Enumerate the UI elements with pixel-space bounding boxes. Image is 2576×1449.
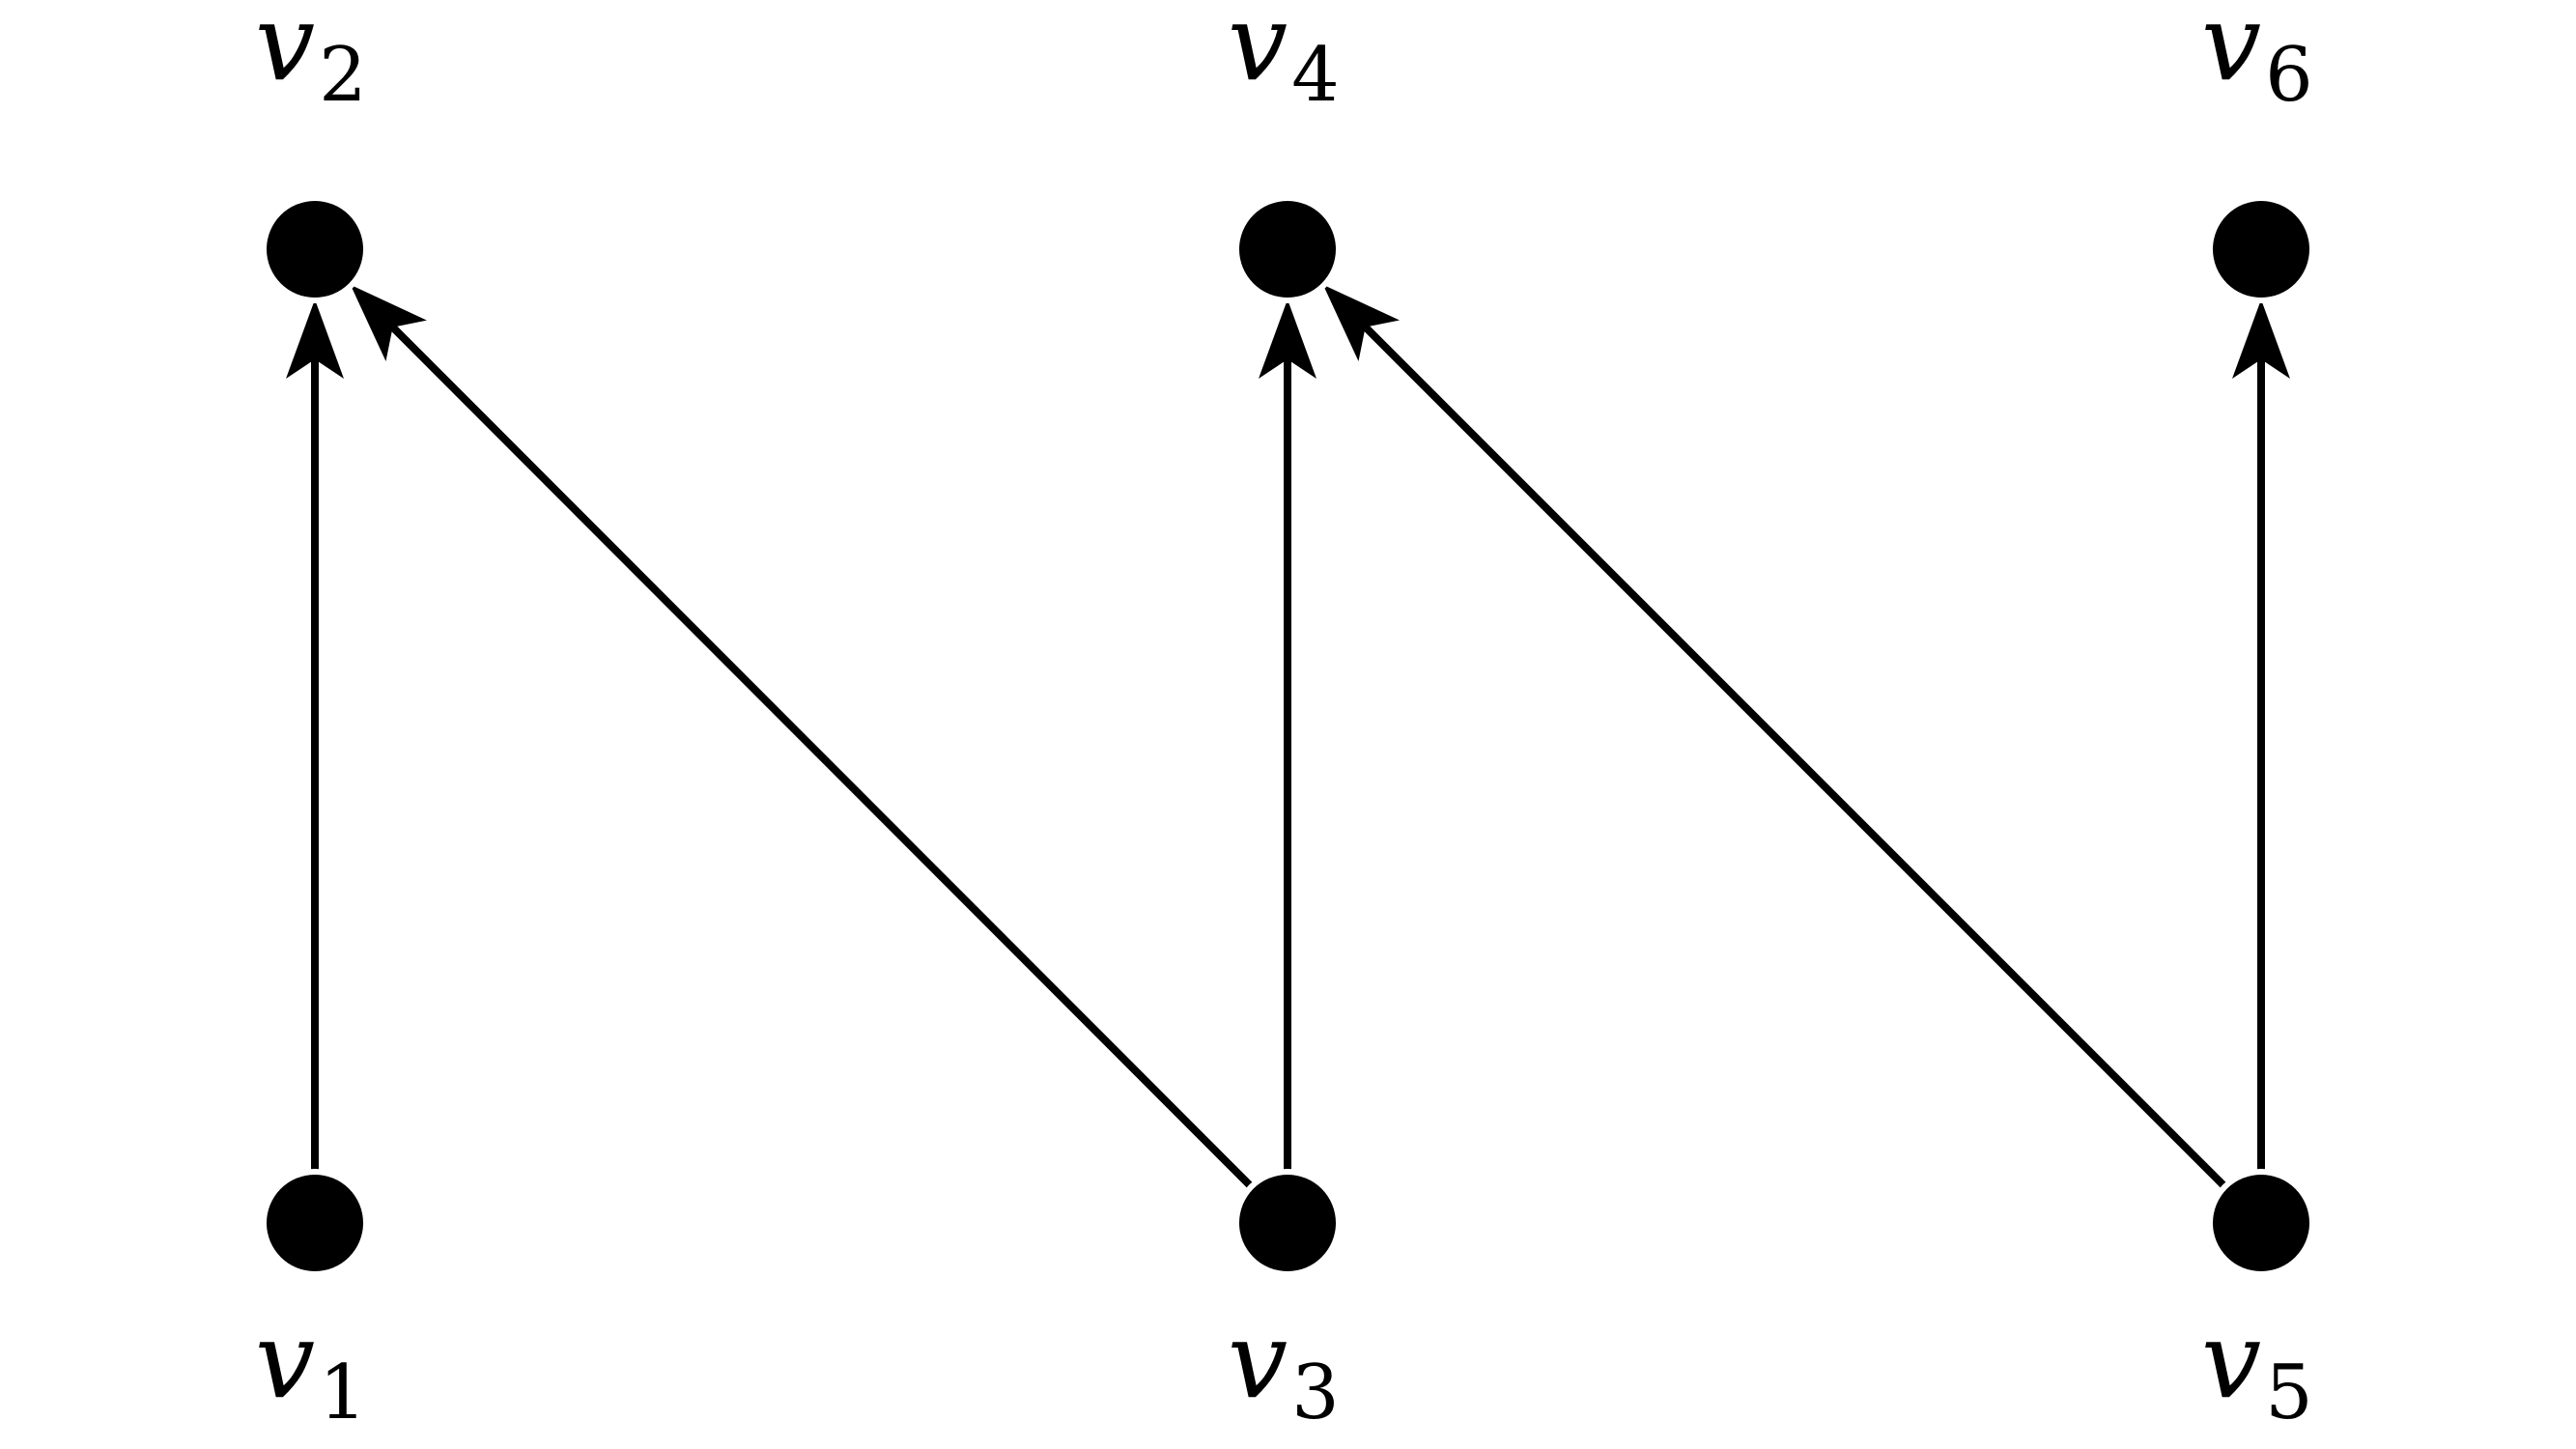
node-label-v6: v6 — [2201, 0, 2313, 119]
node-label-var: v — [1228, 1298, 1288, 1422]
node-label-var: v — [255, 0, 315, 104]
node-v6 — [2213, 201, 2309, 298]
node-label-sub: 1 — [319, 1350, 367, 1436]
node-v5 — [2213, 1175, 2309, 1271]
arrowhead — [1259, 299, 1316, 379]
edges-group — [286, 284, 2290, 1189]
edge-line — [1362, 324, 2227, 1189]
arrowhead — [1322, 284, 1400, 361]
node-label-sub: 5 — [2265, 1350, 2313, 1436]
node-label-sub: 2 — [319, 32, 367, 119]
edge-line — [389, 324, 1254, 1189]
node-label-v3: v3 — [1228, 1298, 1340, 1436]
node-label-sub: 3 — [1291, 1350, 1340, 1436]
edge-v1-to-v2 — [286, 299, 344, 1171]
edge-v3-to-v2 — [350, 284, 1254, 1189]
node-label-var: v — [1228, 0, 1288, 104]
node-label-v4: v4 — [1228, 0, 1340, 119]
arrowhead — [2232, 299, 2290, 379]
edge-v3-to-v4 — [1259, 299, 1316, 1171]
node-v4 — [1239, 201, 1336, 298]
node-v3 — [1239, 1175, 1336, 1271]
node-label-var: v — [2201, 0, 2261, 104]
node-v1 — [267, 1175, 363, 1271]
node-label-v5: v5 — [2201, 1298, 2313, 1436]
node-v2 — [267, 201, 363, 298]
arrowhead — [350, 284, 427, 361]
edge-v5-to-v4 — [1322, 284, 2227, 1189]
nodes-group — [261, 195, 2315, 1277]
node-label-sub: 4 — [1291, 32, 1340, 119]
node-label-var: v — [255, 1298, 315, 1422]
edge-v5-to-v6 — [2232, 299, 2290, 1171]
node-label-v2: v2 — [255, 0, 367, 119]
node-label-var: v — [2201, 1298, 2261, 1422]
node-label-sub: 6 — [2265, 32, 2313, 119]
node-label-v1: v1 — [255, 1298, 367, 1436]
arrowhead — [286, 299, 344, 379]
